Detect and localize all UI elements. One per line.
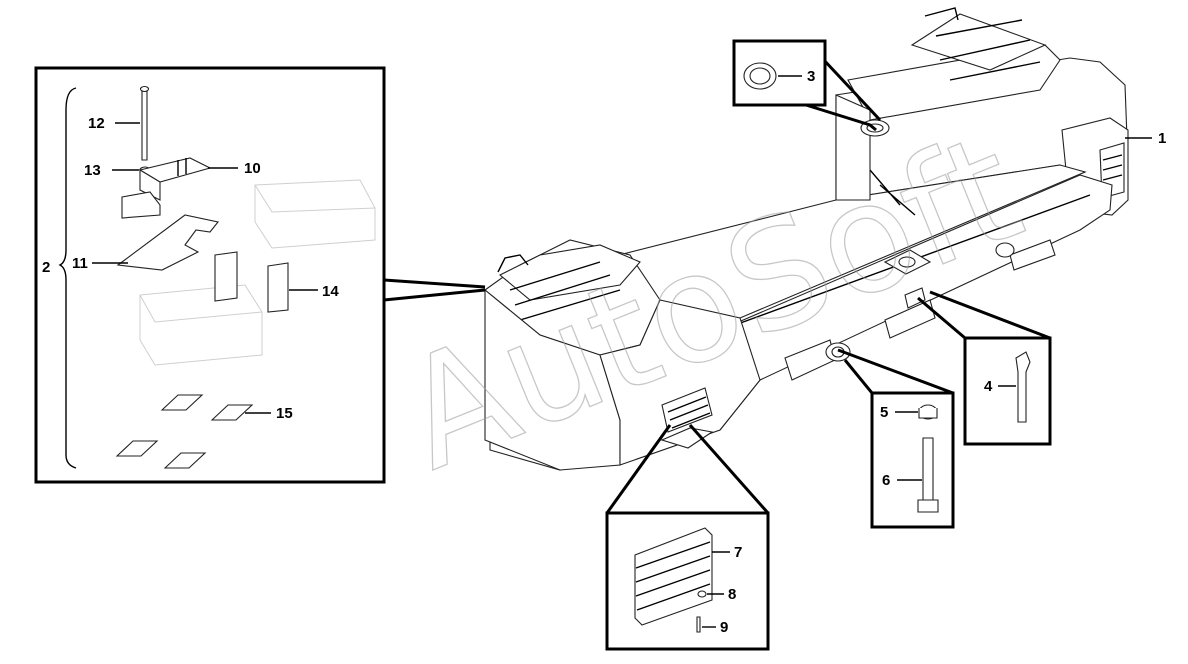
callout-8: 8 xyxy=(728,586,736,603)
rod-12-icon xyxy=(141,89,148,161)
callout-7: 7 xyxy=(734,544,742,561)
callout-15: 15 xyxy=(276,405,293,422)
callout-1: 1 xyxy=(1158,130,1166,147)
callout-3: 3 xyxy=(807,68,815,85)
callout-5: 5 xyxy=(880,404,888,421)
detail-box-2: 2 12 13 10 11 14 xyxy=(34,66,486,484)
callout-4: 4 xyxy=(984,378,993,395)
pad-15-icon xyxy=(115,394,254,469)
callout-9: 9 xyxy=(720,619,728,636)
pin-4-icon xyxy=(1015,351,1031,423)
detail-box-5-6: 5 6 xyxy=(837,348,955,529)
washer-8-icon xyxy=(697,590,707,598)
detail-box-7-8-9: 7 8 9 xyxy=(605,424,770,651)
callout-14: 14 xyxy=(322,283,339,300)
counterweight-body xyxy=(484,7,1129,471)
callout-13: 13 xyxy=(84,162,101,179)
bracket-10-icon xyxy=(121,157,212,219)
pad-14-icon xyxy=(214,251,289,313)
detail-box-3: 3 xyxy=(732,39,882,132)
bolt-6-icon xyxy=(922,437,934,501)
plate-11-icon xyxy=(116,214,219,271)
grille-7-icon xyxy=(634,527,713,626)
detail-box-4: 4 xyxy=(917,290,1052,446)
callout-2: 2 xyxy=(42,259,50,276)
callout-11: 11 xyxy=(72,255,88,272)
callout-6: 6 xyxy=(882,472,890,489)
callout-12: 12 xyxy=(88,115,105,132)
screw-9-icon xyxy=(696,616,701,633)
callout-10: 10 xyxy=(244,160,261,177)
